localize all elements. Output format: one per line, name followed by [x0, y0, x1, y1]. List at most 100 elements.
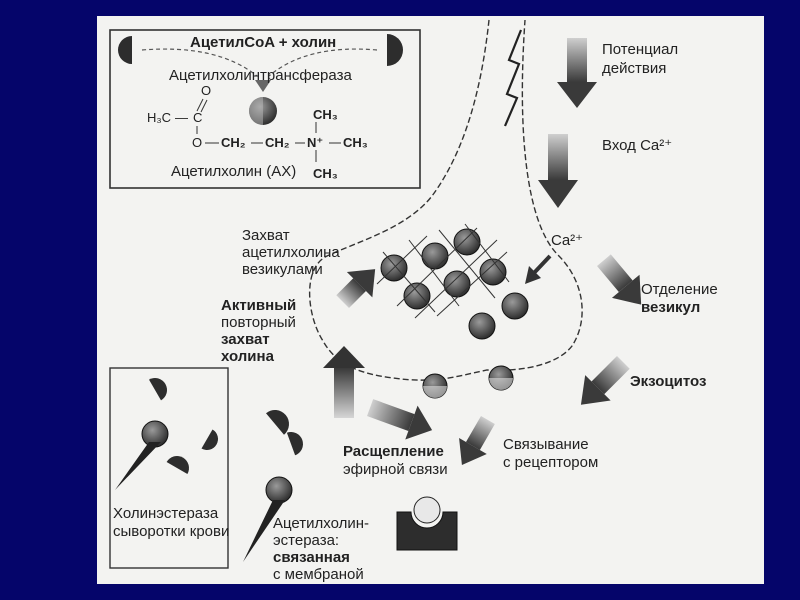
- cytoskeleton-mesh: [376, 223, 510, 319]
- nerve-terminal-outline: [309, 19, 583, 381]
- label-vesicle-detach-1: Отделение: [641, 281, 718, 298]
- arrow-to-cleavage-head: [405, 405, 433, 440]
- vesicle-cluster: [376, 223, 529, 399]
- postsynaptic-receptor: [396, 496, 458, 551]
- formula-ch3-top: CH₃: [313, 107, 338, 122]
- label-ester-cleavage-1: Расщепление: [343, 443, 444, 460]
- arrow-calcium-entry-head: [538, 180, 578, 208]
- vesicle: [501, 292, 529, 320]
- label-membrane-ache-1: Ацетилхолин-: [273, 515, 369, 532]
- label-ester-cleavage-2: эфирной связи: [343, 461, 448, 478]
- serum-cholinesterase-inset: [109, 367, 229, 569]
- docked-vesicle-highlight: [489, 378, 513, 390]
- formula-ch2-a: CH₂: [221, 135, 246, 150]
- arrow-exocytosis-head: [580, 375, 611, 405]
- converge-arrowhead: [255, 80, 271, 92]
- arrow-to-cleavage: [367, 399, 433, 440]
- synthesis-dashed-path-left: [141, 48, 258, 77]
- label-vesicle-detach-2: везикул: [641, 299, 700, 316]
- arrow-choline-reuptake: [323, 346, 365, 418]
- arrow-calcium-small-shaft: [531, 254, 552, 276]
- arrow-action-potential: [557, 38, 597, 108]
- arrow-receptor-binding: [459, 416, 495, 466]
- arrow-vesicle-detach-shaft: [597, 254, 633, 293]
- inset-title: АцетилCoA + холин: [190, 34, 336, 51]
- arrow-vesicle-uptake-head: [346, 269, 376, 298]
- formula-carbon: C: [193, 110, 202, 125]
- slide-frame: АцетилCoA + холин Ацетилхолинтрансфераза…: [97, 16, 764, 584]
- vesicle: [443, 270, 471, 298]
- arrow-to-cleavage-shaft: [367, 399, 415, 432]
- docked-vesicle-highlight: [423, 386, 447, 398]
- arrow-vesicle-uptake: [336, 269, 376, 308]
- receptor-body: [396, 511, 458, 551]
- formula-ch3-right: CH₃: [343, 135, 368, 150]
- enzyme-label: Ацетилхолинтрансфераза: [169, 67, 352, 84]
- formula-carbonyl-o: O: [201, 83, 211, 98]
- formula-ester-o: O: [192, 135, 202, 150]
- ache-active-site: [265, 476, 293, 504]
- vesicle: [453, 228, 481, 256]
- serum-inset-border: [109, 367, 229, 569]
- label-choline-reuptake-2: повторный: [221, 314, 296, 331]
- label-vesicle-uptake-2: ацетилхолина: [242, 244, 340, 261]
- label-exocytosis: Экзоцитоз: [630, 373, 706, 390]
- label-action-potential-1: Потенциал: [602, 41, 678, 58]
- label-choline-reuptake-4: холина: [221, 348, 275, 365]
- serum-fragment: [149, 378, 167, 401]
- arrow-calcium-small-head: [525, 266, 541, 284]
- acetyl-coa-half-disc: [118, 36, 132, 64]
- label-vesicle-uptake-1: Захват: [242, 227, 290, 244]
- double-bond-2: [200, 99, 208, 113]
- arrow-action-potential-shaft: [567, 38, 587, 82]
- serum-fragment: [201, 429, 218, 450]
- arrow-calcium-entry: [538, 134, 578, 208]
- double-bond-1: [196, 98, 204, 112]
- cholinergic-synapse-diagram: АцетилCoA + холин Ацетилхолинтрансфераза…: [109, 19, 718, 583]
- label-receptor-binding-1: Связывание: [503, 436, 589, 453]
- label-membrane-ache-4: с мембраной: [273, 566, 364, 583]
- label-membrane-ache-2: эстераза:: [273, 532, 339, 549]
- choline-fragment: [266, 410, 289, 435]
- vesicle: [468, 312, 496, 340]
- choline-half-disc: [387, 34, 403, 66]
- arrow-choline-reuptake-head: [323, 346, 365, 368]
- acetate-fragment: [286, 432, 303, 456]
- arrow-choline-reuptake-shaft: [334, 366, 354, 418]
- arrow-vesicle-detach-head: [611, 274, 642, 305]
- inset-border: [109, 29, 421, 189]
- vesicle: [403, 282, 431, 310]
- label-choline-reuptake-1: Активный: [221, 297, 296, 314]
- arrow-action-potential-head: [557, 82, 597, 108]
- arrow-receptor-binding-head: [459, 437, 487, 466]
- label-calcium-entry: Вход Ca²⁺: [602, 137, 672, 154]
- label-serum-cholinesterase-2: сыворотки крови: [113, 523, 229, 540]
- vesicle: [421, 242, 449, 270]
- action-potential-bolt: [503, 29, 523, 127]
- arrow-calcium-entry-shaft: [548, 134, 568, 180]
- arrow-exocytosis-shaft: [591, 356, 630, 395]
- formula-methyl-left: H₃C: [147, 110, 171, 125]
- synthesis-inset: АцетилCoA + холин Ацетилхолинтрансфераза…: [109, 29, 421, 189]
- arrow-vesicle-uptake-shaft: [336, 278, 366, 308]
- arrow-vesicle-detach: [597, 254, 642, 305]
- formula-ch3-bottom: CH₃: [313, 166, 338, 181]
- label-vesicle-uptake-3: везикулами: [242, 261, 323, 278]
- formula-n-plus: N⁺: [307, 135, 323, 150]
- ache-anchor: [243, 500, 285, 562]
- vesicle: [479, 258, 507, 286]
- synthesis-dashed-path-right: [268, 48, 378, 77]
- membrane-ache-enzyme: [243, 476, 293, 562]
- acetylcholine-formula: O H₃C — C O CH₂ CH₂ N⁺ CH₃ CH₃ CH₃: [147, 83, 368, 181]
- product-label: Ацетилхолин (АХ): [171, 163, 296, 180]
- formula-ch2-b: CH₂: [265, 135, 290, 150]
- serum-fragment: [166, 456, 189, 474]
- label-choline-reuptake-3: захват: [221, 331, 270, 348]
- arrow-exocytosis: [580, 356, 630, 405]
- label-receptor-binding-2: с рецептором: [503, 454, 598, 471]
- diagram-labels: Потенциал действия Вход Ca²⁺ Ca²⁺ Захват…: [113, 41, 718, 583]
- label-serum-cholinesterase-1: Холинэстераза: [113, 505, 219, 522]
- label-membrane-ache-3: связанная: [273, 549, 350, 566]
- label-calcium-ion: Ca²⁺: [551, 232, 583, 249]
- bound-acetylcholine: [413, 496, 441, 524]
